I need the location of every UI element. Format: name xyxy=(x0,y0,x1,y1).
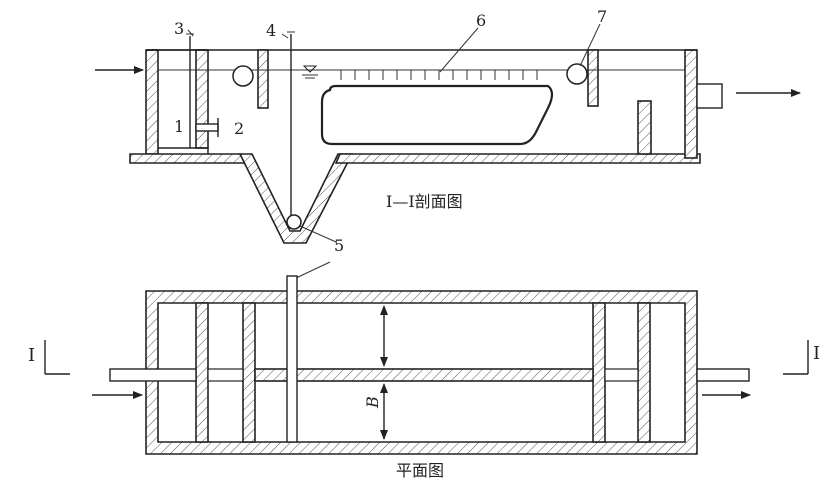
plan-inlet-pipe xyxy=(109,368,197,382)
bottom-slab-left xyxy=(129,153,250,164)
plan-caption: 平面图 xyxy=(396,461,444,480)
callout-2: 2 xyxy=(234,119,244,138)
inlet-baffle xyxy=(257,49,269,109)
plan-outer-wall xyxy=(145,290,698,455)
plan-inlet-wall-a xyxy=(195,302,209,443)
plan-outlet-wall-b xyxy=(637,302,651,443)
callout-3: 3 xyxy=(174,19,184,38)
scraper-flights xyxy=(335,69,555,80)
plan-outlet-pipe xyxy=(696,368,750,382)
outlet-pipe xyxy=(696,83,723,109)
plan-view: B I I 平面图 xyxy=(28,275,820,480)
sludge-outlet xyxy=(286,214,302,230)
scum-ball-right xyxy=(566,63,588,85)
plan-outlet-wall-a xyxy=(592,302,606,443)
callout-7: 7 xyxy=(597,7,607,26)
callout-1: 1 xyxy=(174,117,184,136)
inlet-valve xyxy=(195,123,219,132)
section-mark-right: I xyxy=(783,340,820,375)
dimension-label: B xyxy=(363,396,382,409)
right-outer-wall xyxy=(684,49,698,159)
sludge-hopper xyxy=(238,153,354,244)
section-mark-left: I xyxy=(28,340,70,375)
callout-4: 4 xyxy=(266,21,276,40)
svg-text:I: I xyxy=(813,343,820,364)
settling-zone xyxy=(320,84,554,146)
scum-ball-left xyxy=(232,65,254,87)
plan-center-divider xyxy=(254,368,594,382)
section-caption: I—I剖面图 xyxy=(386,192,463,211)
inlet-wall xyxy=(195,49,209,149)
svg-text:I: I xyxy=(28,345,35,366)
outlet-baffle xyxy=(587,49,599,107)
plan-sludge-pipe xyxy=(286,275,298,443)
left-outer-wall xyxy=(145,49,159,155)
overflow-weir xyxy=(637,100,652,155)
section-view: 3 4 6 7 1 2 5 I—I剖面图 xyxy=(95,7,801,279)
callout-5: 5 xyxy=(334,236,344,255)
water-level-symbol xyxy=(302,65,318,79)
plan-inlet-wall-b xyxy=(242,302,256,443)
callout-6: 6 xyxy=(476,11,486,30)
bottom-slab-right xyxy=(334,153,701,164)
